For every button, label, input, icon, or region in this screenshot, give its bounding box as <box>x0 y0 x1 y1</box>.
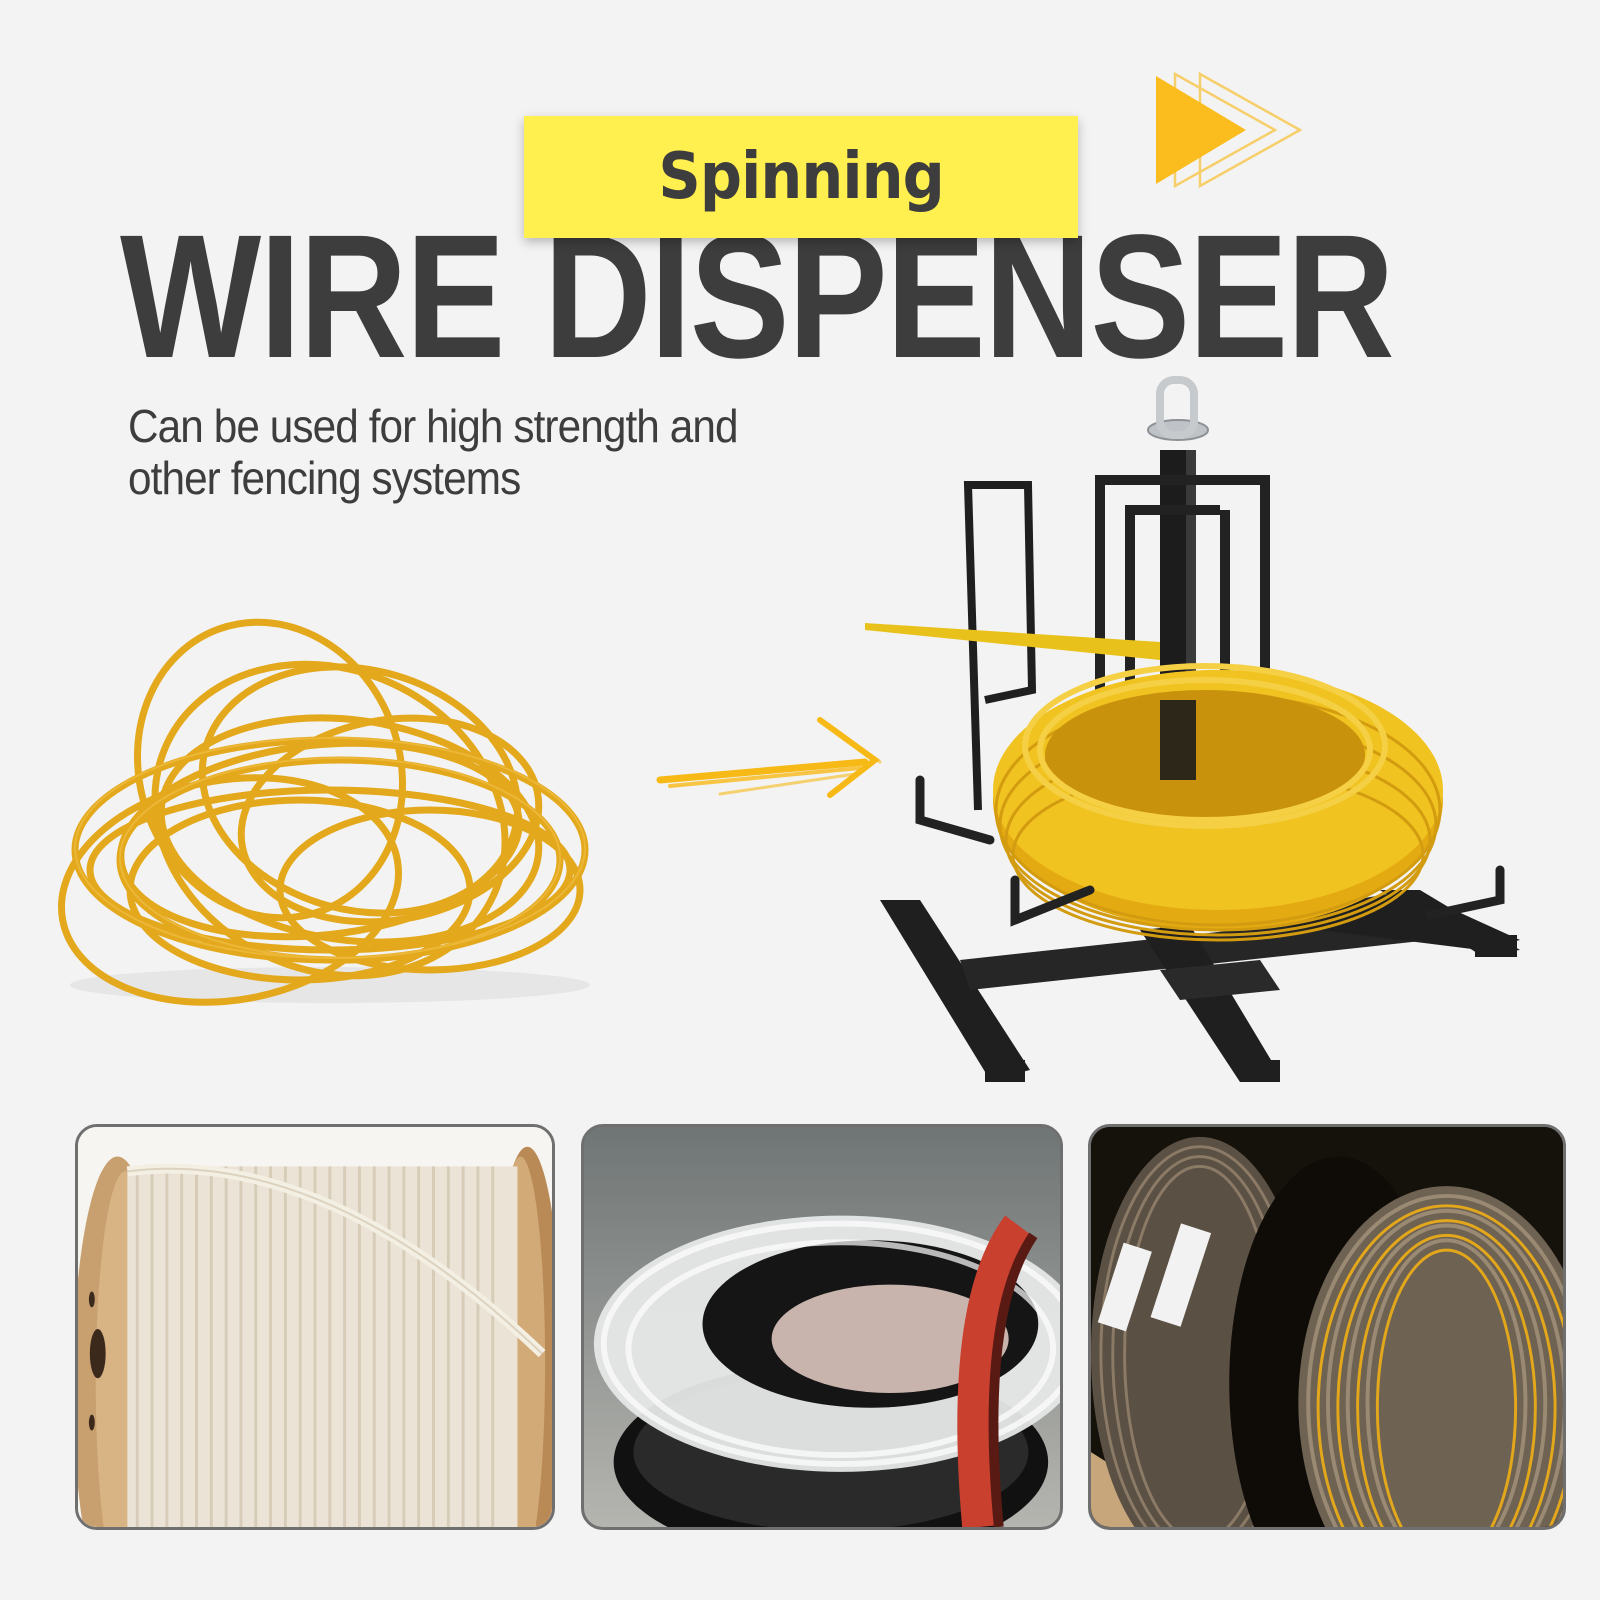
page-title: WIRE DISPENSER <box>120 199 1500 395</box>
subtitle-line-2: other fencing systems <box>128 452 521 504</box>
triple-chevron-right-icon <box>1150 70 1310 190</box>
steel-wire-rope-spools-image <box>1088 1124 1566 1530</box>
loose-wire-coil-image <box>30 590 610 1010</box>
title-text: WIRE DISPENSER <box>120 199 1395 395</box>
spinning-badge: Spinning <box>524 116 1078 238</box>
subtitle-line-1: Can be used for high strength and <box>128 400 739 452</box>
wire-dispenser-product-image <box>860 370 1560 1090</box>
arrow-right-icon <box>650 710 890 800</box>
subtitle: Can be used for high strength and other … <box>128 400 888 504</box>
rope-spool-image <box>75 1124 555 1530</box>
tubing-coils-image <box>581 1124 1063 1530</box>
badge-label: Spinning <box>658 140 944 214</box>
